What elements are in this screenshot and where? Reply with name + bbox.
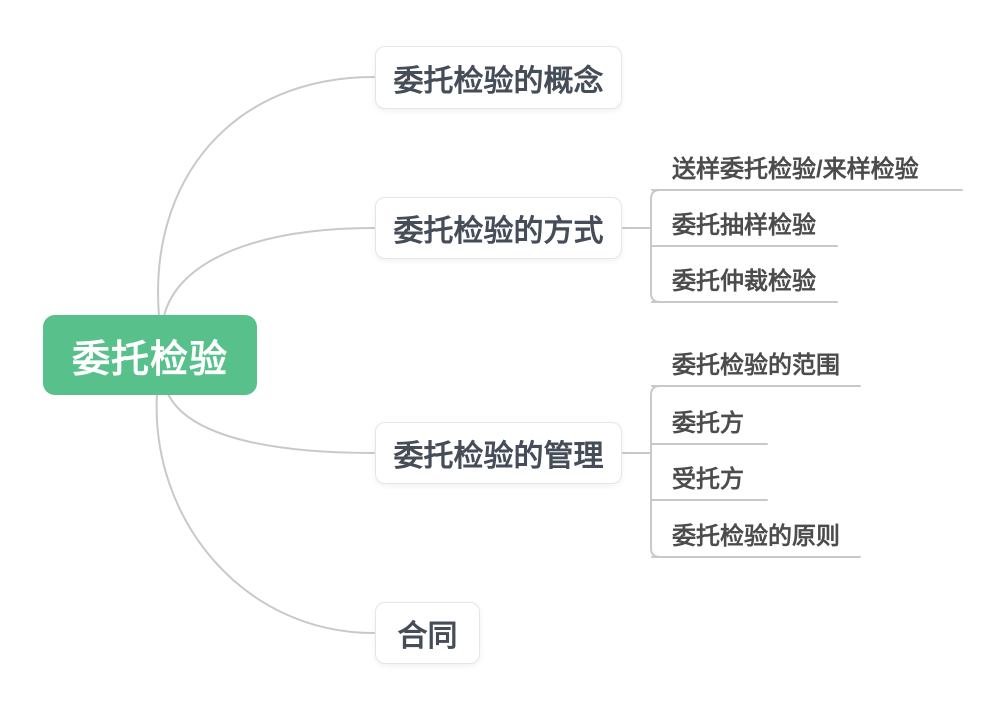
branch-node-1[interactable]: 委托检验的方式 [375,197,622,259]
edge-root-to-branch-0 [157,76,375,317]
branch-2-child-2-label: 受托方 [672,466,744,493]
branch-node-0[interactable]: 委托检验的概念 [375,46,622,109]
branch-2-child-3[interactable]: 委托检验的原则 [672,523,840,550]
branch-1-child-2-label: 委托仲裁检验 [672,268,816,295]
branch-1-child-1-label: 委托抽样检验 [672,212,816,239]
root-label: 委托检验 [71,338,228,381]
edge-branch-2-spine [650,385,661,558]
branch-node-2[interactable]: 委托检验的管理 [375,422,622,484]
branch-node-3[interactable]: 合同 [375,602,480,664]
branch-label-3: 合同 [397,620,458,653]
edge-root-to-branch-2 [167,393,375,454]
branch-1-child-2[interactable]: 委托仲裁检验 [672,268,816,295]
branch-2-child-0[interactable]: 委托检验的范围 [672,352,840,379]
branch-1-child-0-label: 送样委托检验/来样检验 [672,156,919,183]
branch-2-child-0-label: 委托检验的范围 [672,352,840,379]
branch-label-1: 委托检验的方式 [393,215,604,248]
branch-2-child-2[interactable]: 受托方 [672,466,744,493]
edge-branch-1-spine [650,189,661,303]
branch-2-child-1-label: 委托方 [672,410,744,437]
branch-2-child-1[interactable]: 委托方 [672,410,744,437]
root-node[interactable]: 委托检验 [43,315,257,395]
branch-label-2: 委托检验的管理 [393,440,604,473]
branch-1-child-0[interactable]: 送样委托检验/来样检验 [672,156,919,183]
branch-label-0: 委托检验的概念 [393,64,604,98]
branch-2-child-3-label: 委托检验的原则 [672,523,840,550]
edge-root-to-branch-3 [155,393,375,634]
edge-root-to-branch-1 [163,227,375,317]
branch-1-child-1[interactable]: 委托抽样检验 [672,212,816,239]
